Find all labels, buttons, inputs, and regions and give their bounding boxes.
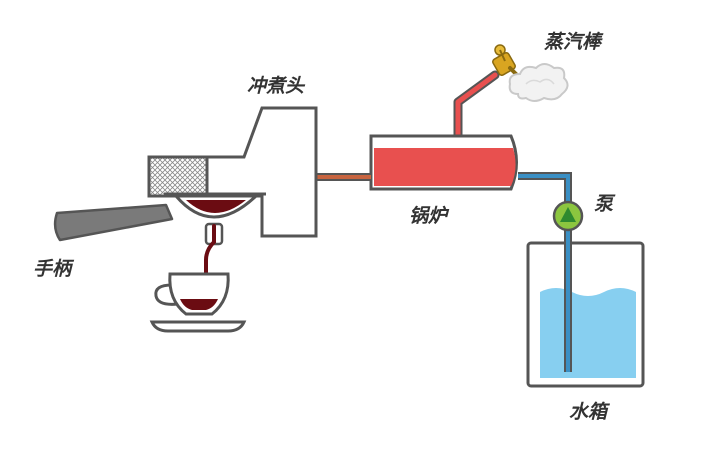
steam-pipe — [453, 70, 500, 142]
cold-water-pipe-fill — [518, 174, 570, 372]
water-tank — [526, 241, 645, 388]
label-handle: 手柄 — [33, 258, 75, 280]
label-steam-wand: 蒸汽棒 — [544, 31, 604, 53]
cup-coffee — [180, 299, 218, 310]
coffee-cup — [149, 272, 247, 333]
saucer — [149, 320, 247, 333]
pump — [552, 200, 584, 232]
valve-stem — [499, 49, 506, 62]
portafilter-handle — [53, 203, 174, 242]
label-pump: 泵 — [594, 193, 616, 215]
boiler-water — [374, 148, 516, 186]
label-boiler: 锅炉 — [409, 205, 450, 227]
label-group-head: 冲煮头 — [247, 75, 306, 97]
steam-valve — [492, 44, 522, 80]
tank-water — [540, 288, 636, 378]
steam-cloud-icon — [508, 63, 569, 102]
cup-handle — [154, 283, 179, 306]
group-head-mesh — [147, 155, 209, 198]
pump-arrow-icon — [560, 207, 576, 222]
basket-coffee — [186, 200, 246, 213]
steam-pipe-fill — [455, 72, 498, 140]
coffee-stream — [204, 224, 216, 300]
label-water-tank: 水箱 — [569, 401, 611, 423]
boiler — [369, 134, 518, 191]
